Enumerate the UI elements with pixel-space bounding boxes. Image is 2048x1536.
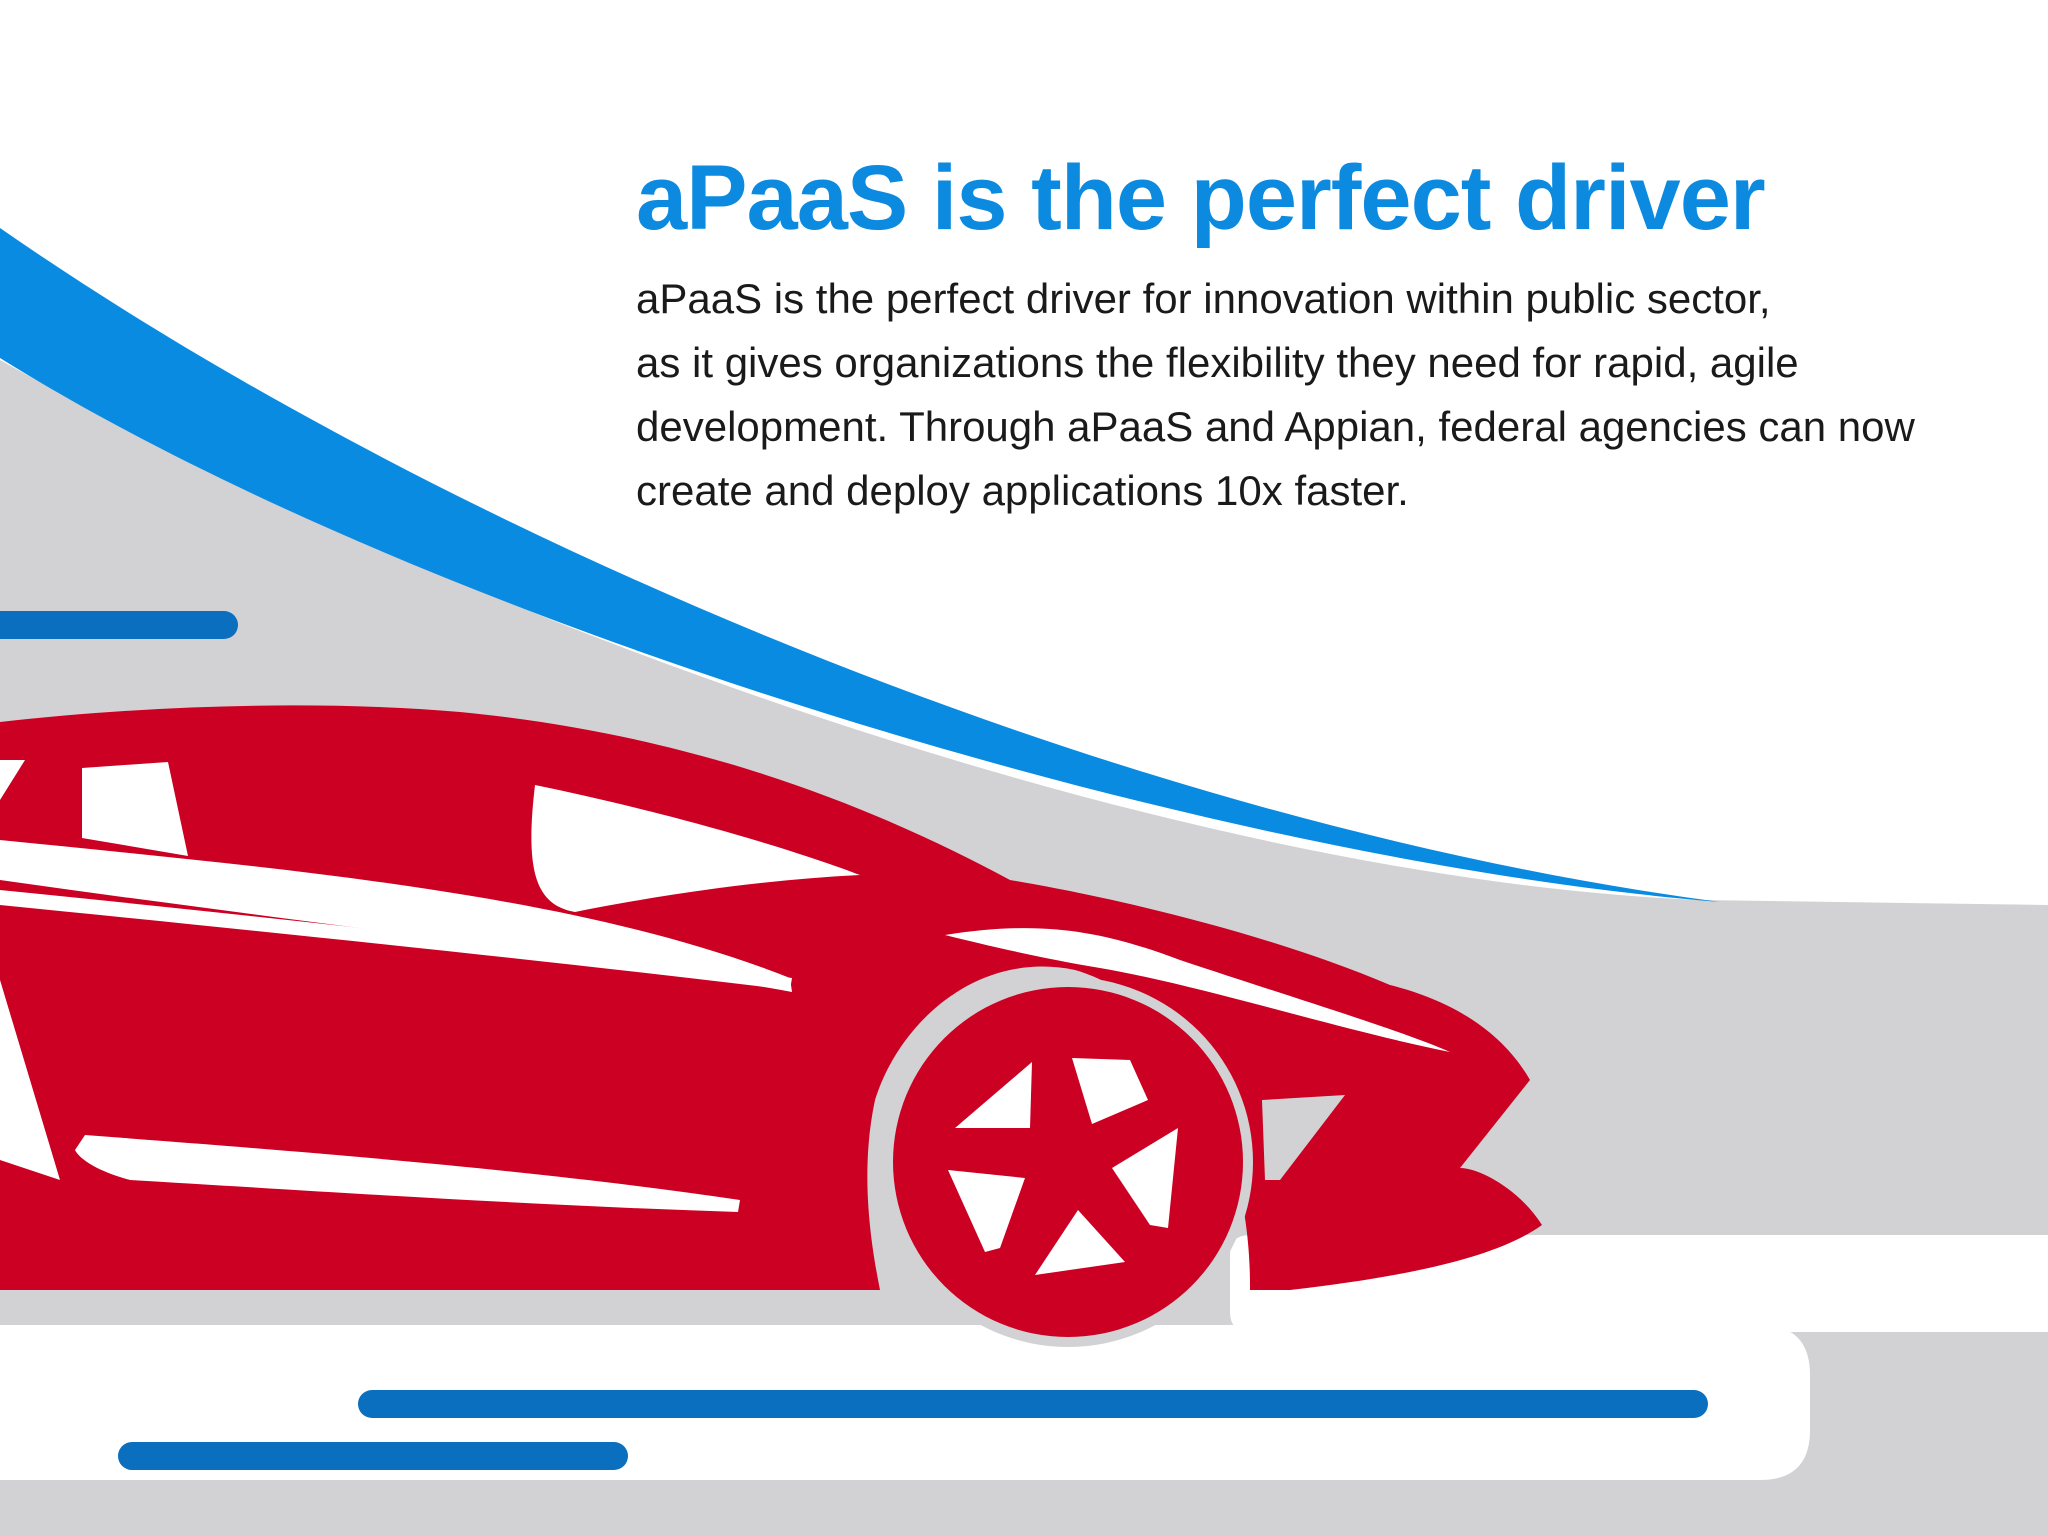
car-body xyxy=(0,705,1542,1290)
car-hood-line xyxy=(945,928,1450,1052)
body-line: development. Through aPaaS and Appian, f… xyxy=(636,402,1915,450)
wheel-spoke-gap-top xyxy=(955,1062,1032,1128)
wheel-spoke-gap-right xyxy=(1112,1128,1178,1228)
car-wheel xyxy=(883,977,1253,1347)
wheel-rim xyxy=(893,987,1243,1337)
car-front-gap xyxy=(0,760,25,800)
red-sports-car-icon xyxy=(0,705,1542,1347)
car-sill-line xyxy=(75,1135,740,1212)
car-rear-gap xyxy=(0,980,60,1180)
car-shoulder-line xyxy=(0,840,792,992)
wheel-spoke-gap-bottom xyxy=(1035,1210,1125,1275)
wheel-spoke-gap-left xyxy=(948,1170,1025,1252)
car-window-main xyxy=(531,785,860,912)
car-side-line xyxy=(0,890,792,990)
body-line: as it gives organizations the flexibilit… xyxy=(636,338,1799,386)
body-copy: aPaaS is the perfect driver for innovati… xyxy=(636,267,2036,523)
headline-block: aPaaS is the perfect driver aPaaS is the… xyxy=(636,150,2036,523)
page-title: aPaaS is the perfect driver xyxy=(636,147,1766,249)
speed-lines xyxy=(0,611,1708,1470)
body-line: create and deploy applications 10x faste… xyxy=(636,466,1409,514)
car-front-intake xyxy=(1262,1095,1345,1180)
wheel-spoke-gap-topright xyxy=(1072,1058,1148,1124)
car-window-rear xyxy=(82,762,188,856)
body-line: aPaaS is the perfect driver for innovati… xyxy=(636,274,1771,322)
